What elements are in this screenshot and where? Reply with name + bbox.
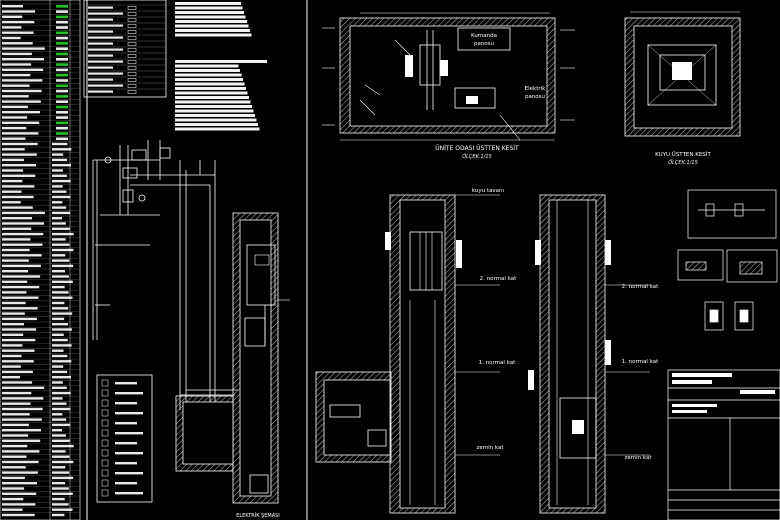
shaft-top-title: KUYU ÜSTTEN KESİT [655,151,711,158]
control-panel-label: panosu [474,41,494,47]
electrical-schema [92,140,238,410]
floor-1-label-a: 1. normal kat [479,360,516,366]
electric-panel-label: Elektrik [525,86,547,92]
electrical-schema-title: ELEKTRİK ŞEMASI [236,512,280,519]
shaft-vertical-section-a [315,194,500,514]
electric-panel-label: panosu [525,94,545,100]
notes-block [175,2,267,131]
parts-list-table [0,0,81,520]
detail-drawings [677,189,778,331]
control-panel-label: Kumanda [471,33,497,39]
shaft-electrical-section [175,212,290,504]
small-spec-table [83,0,167,98]
shaft-top-scale: ÖLÇEK:1/15 [668,159,698,166]
floor-2-label-a: 2. normal kat [480,276,517,282]
ground-label-b: zemin kat [624,455,652,461]
floor-1-label-b: 1. normal kat [622,359,659,365]
machine-room-plan [322,12,575,141]
shaft-top-plan [624,11,741,137]
machine-room-title: ÜNİTE ODASI ÜSTTEN KESİT [435,145,519,152]
well-top-label: kuyu tavanı [472,188,505,194]
title-block [667,369,780,520]
symbol-legend [96,374,153,503]
ground-label-a: zemin kat [476,445,504,451]
floor-2-label-b: 2. normal kat [622,284,659,290]
shaft-vertical-section-b [528,194,650,514]
machine-room-scale: ÖLÇEK:1/15 [462,153,492,160]
